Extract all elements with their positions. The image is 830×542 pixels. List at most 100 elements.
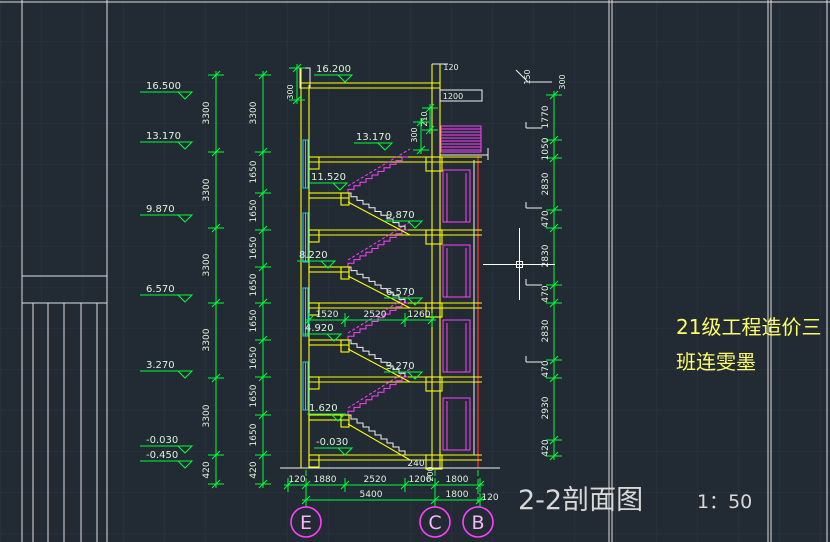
- elevation-marker-symbol: [336, 447, 354, 456]
- dimension-tick: [340, 315, 350, 325]
- elevation-marker-symbol: [406, 371, 424, 380]
- dimension-text: 2930: [541, 396, 551, 419]
- dimension-tick: [211, 479, 221, 489]
- dimension-tick: [549, 451, 559, 461]
- dimension-tick: [549, 135, 559, 145]
- dimension-tick: [425, 103, 435, 113]
- dimension-text: 1200: [409, 475, 432, 485]
- dimension-tick: [258, 372, 268, 382]
- dimension-tick: [549, 435, 559, 445]
- dimension-tick: [427, 315, 437, 325]
- dimension-text: 1650: [249, 273, 259, 296]
- elevation-label: 13.170: [146, 131, 181, 142]
- dimension-text: 150: [523, 69, 532, 84]
- elevation-label: 6.570: [146, 284, 175, 295]
- elevation-marker-symbol: [331, 182, 349, 191]
- dimension-text: 2830: [541, 172, 551, 195]
- dimension-tick: [425, 125, 435, 135]
- drawing-title: 2-2剖面图: [518, 485, 643, 516]
- door: [442, 169, 471, 223]
- elevation-label: 4.920: [305, 323, 334, 334]
- dimension-tick: [258, 262, 268, 272]
- dimension-text: 1800: [446, 490, 469, 500]
- elevation-label: 11.520: [311, 172, 346, 183]
- elevation-marker-symbol: [176, 91, 194, 100]
- dimension-tick: [475, 480, 485, 490]
- dimension-tick: [258, 450, 268, 460]
- dimension-text: 1650: [249, 309, 259, 332]
- dimension-text: 240: [407, 459, 424, 469]
- crosshair-pickbox: [516, 261, 523, 268]
- dimension-text: 470: [541, 285, 551, 302]
- stair-handrail: [347, 148, 411, 187]
- dimension-text: 210: [420, 111, 429, 126]
- dimension-text: 470: [541, 360, 551, 377]
- elevation-marker-symbol: [406, 220, 424, 229]
- dimension-text: 300: [286, 84, 295, 99]
- dimension-text: 3300: [249, 101, 259, 124]
- stair-slab-underside: [347, 201, 411, 236]
- landing-beam: [340, 192, 350, 206]
- dimension-tick: [211, 298, 221, 308]
- roof-eave-box: [439, 89, 483, 102]
- dimension-text: 120: [481, 493, 498, 503]
- dimension-text: 1650: [249, 346, 259, 369]
- dimension-tick: [292, 95, 302, 105]
- dimension-text: 5400: [360, 490, 383, 500]
- axis-lines: [305, 470, 479, 507]
- axis-bubbles: E C B: [290, 506, 494, 538]
- elevation-marker-symbol: [176, 370, 194, 379]
- dimension-text: 2520: [364, 310, 387, 320]
- stair-handrail: [347, 221, 411, 261]
- axis-label-b: B: [471, 512, 484, 534]
- dimension-text: 1650: [249, 384, 259, 407]
- dimension-tick: [549, 205, 559, 215]
- elevation-label: 16.200: [316, 64, 351, 75]
- dimension-text: 420: [202, 461, 212, 478]
- stair-flight-section: [345, 414, 406, 455]
- dimension-text: 1650: [249, 160, 259, 183]
- dimension-tick: [416, 117, 426, 127]
- dimension-tick: [549, 373, 559, 383]
- dimension-tick: [292, 63, 302, 73]
- stair-slab-underside: [347, 348, 411, 383]
- inside-elevations: 16.200 13.170 11.520 9.870 8.220 6.570 4…: [299, 64, 415, 448]
- dimension-text: 120: [443, 63, 458, 72]
- dimension-tick: [549, 355, 559, 365]
- door: [442, 397, 471, 451]
- dimension-tick: [258, 188, 268, 198]
- right-dimension-texts: 1770 1050 2830 470 2830 470 2830 470 293…: [523, 69, 567, 456]
- elevation-label: 3.270: [146, 360, 175, 371]
- dimension-tick: [400, 315, 410, 325]
- dimension-text: 1520: [316, 310, 339, 320]
- dimension-text: 470: [541, 210, 551, 227]
- elevation-marker-symbol: [376, 142, 394, 151]
- dimension-tick: [258, 410, 268, 420]
- floor-beam: [425, 229, 443, 245]
- drawing-scale: 1：50: [697, 491, 752, 513]
- elevation-marker-symbol: [336, 74, 354, 83]
- floor-beam: [308, 376, 320, 390]
- elevation-label: 1.620: [309, 403, 338, 414]
- dimension-text: 1650: [249, 423, 259, 446]
- dimension-tick: [211, 147, 221, 157]
- dimension-text: 1200: [443, 92, 463, 101]
- dimension-text: 1880: [314, 475, 337, 485]
- door: [442, 244, 471, 298]
- dimension-tick: [211, 373, 221, 383]
- crosshair-cursor[interactable]: [483, 228, 555, 300]
- door: [442, 319, 471, 373]
- stair-flight-section: [345, 339, 406, 377]
- elevation-label: 9.870: [146, 204, 175, 215]
- dimensions: [140, 63, 562, 507]
- dimension-text: 2830: [541, 319, 551, 342]
- left-outer-dimension-texts: 3300 3300 3300 3300 3300 420: [202, 101, 212, 478]
- stair-flight-section: [345, 192, 406, 230]
- floor-beam: [308, 229, 320, 243]
- elevation-marker-symbol: [176, 460, 194, 469]
- dimension-text: 300: [558, 74, 567, 89]
- landing-beam: [340, 339, 350, 353]
